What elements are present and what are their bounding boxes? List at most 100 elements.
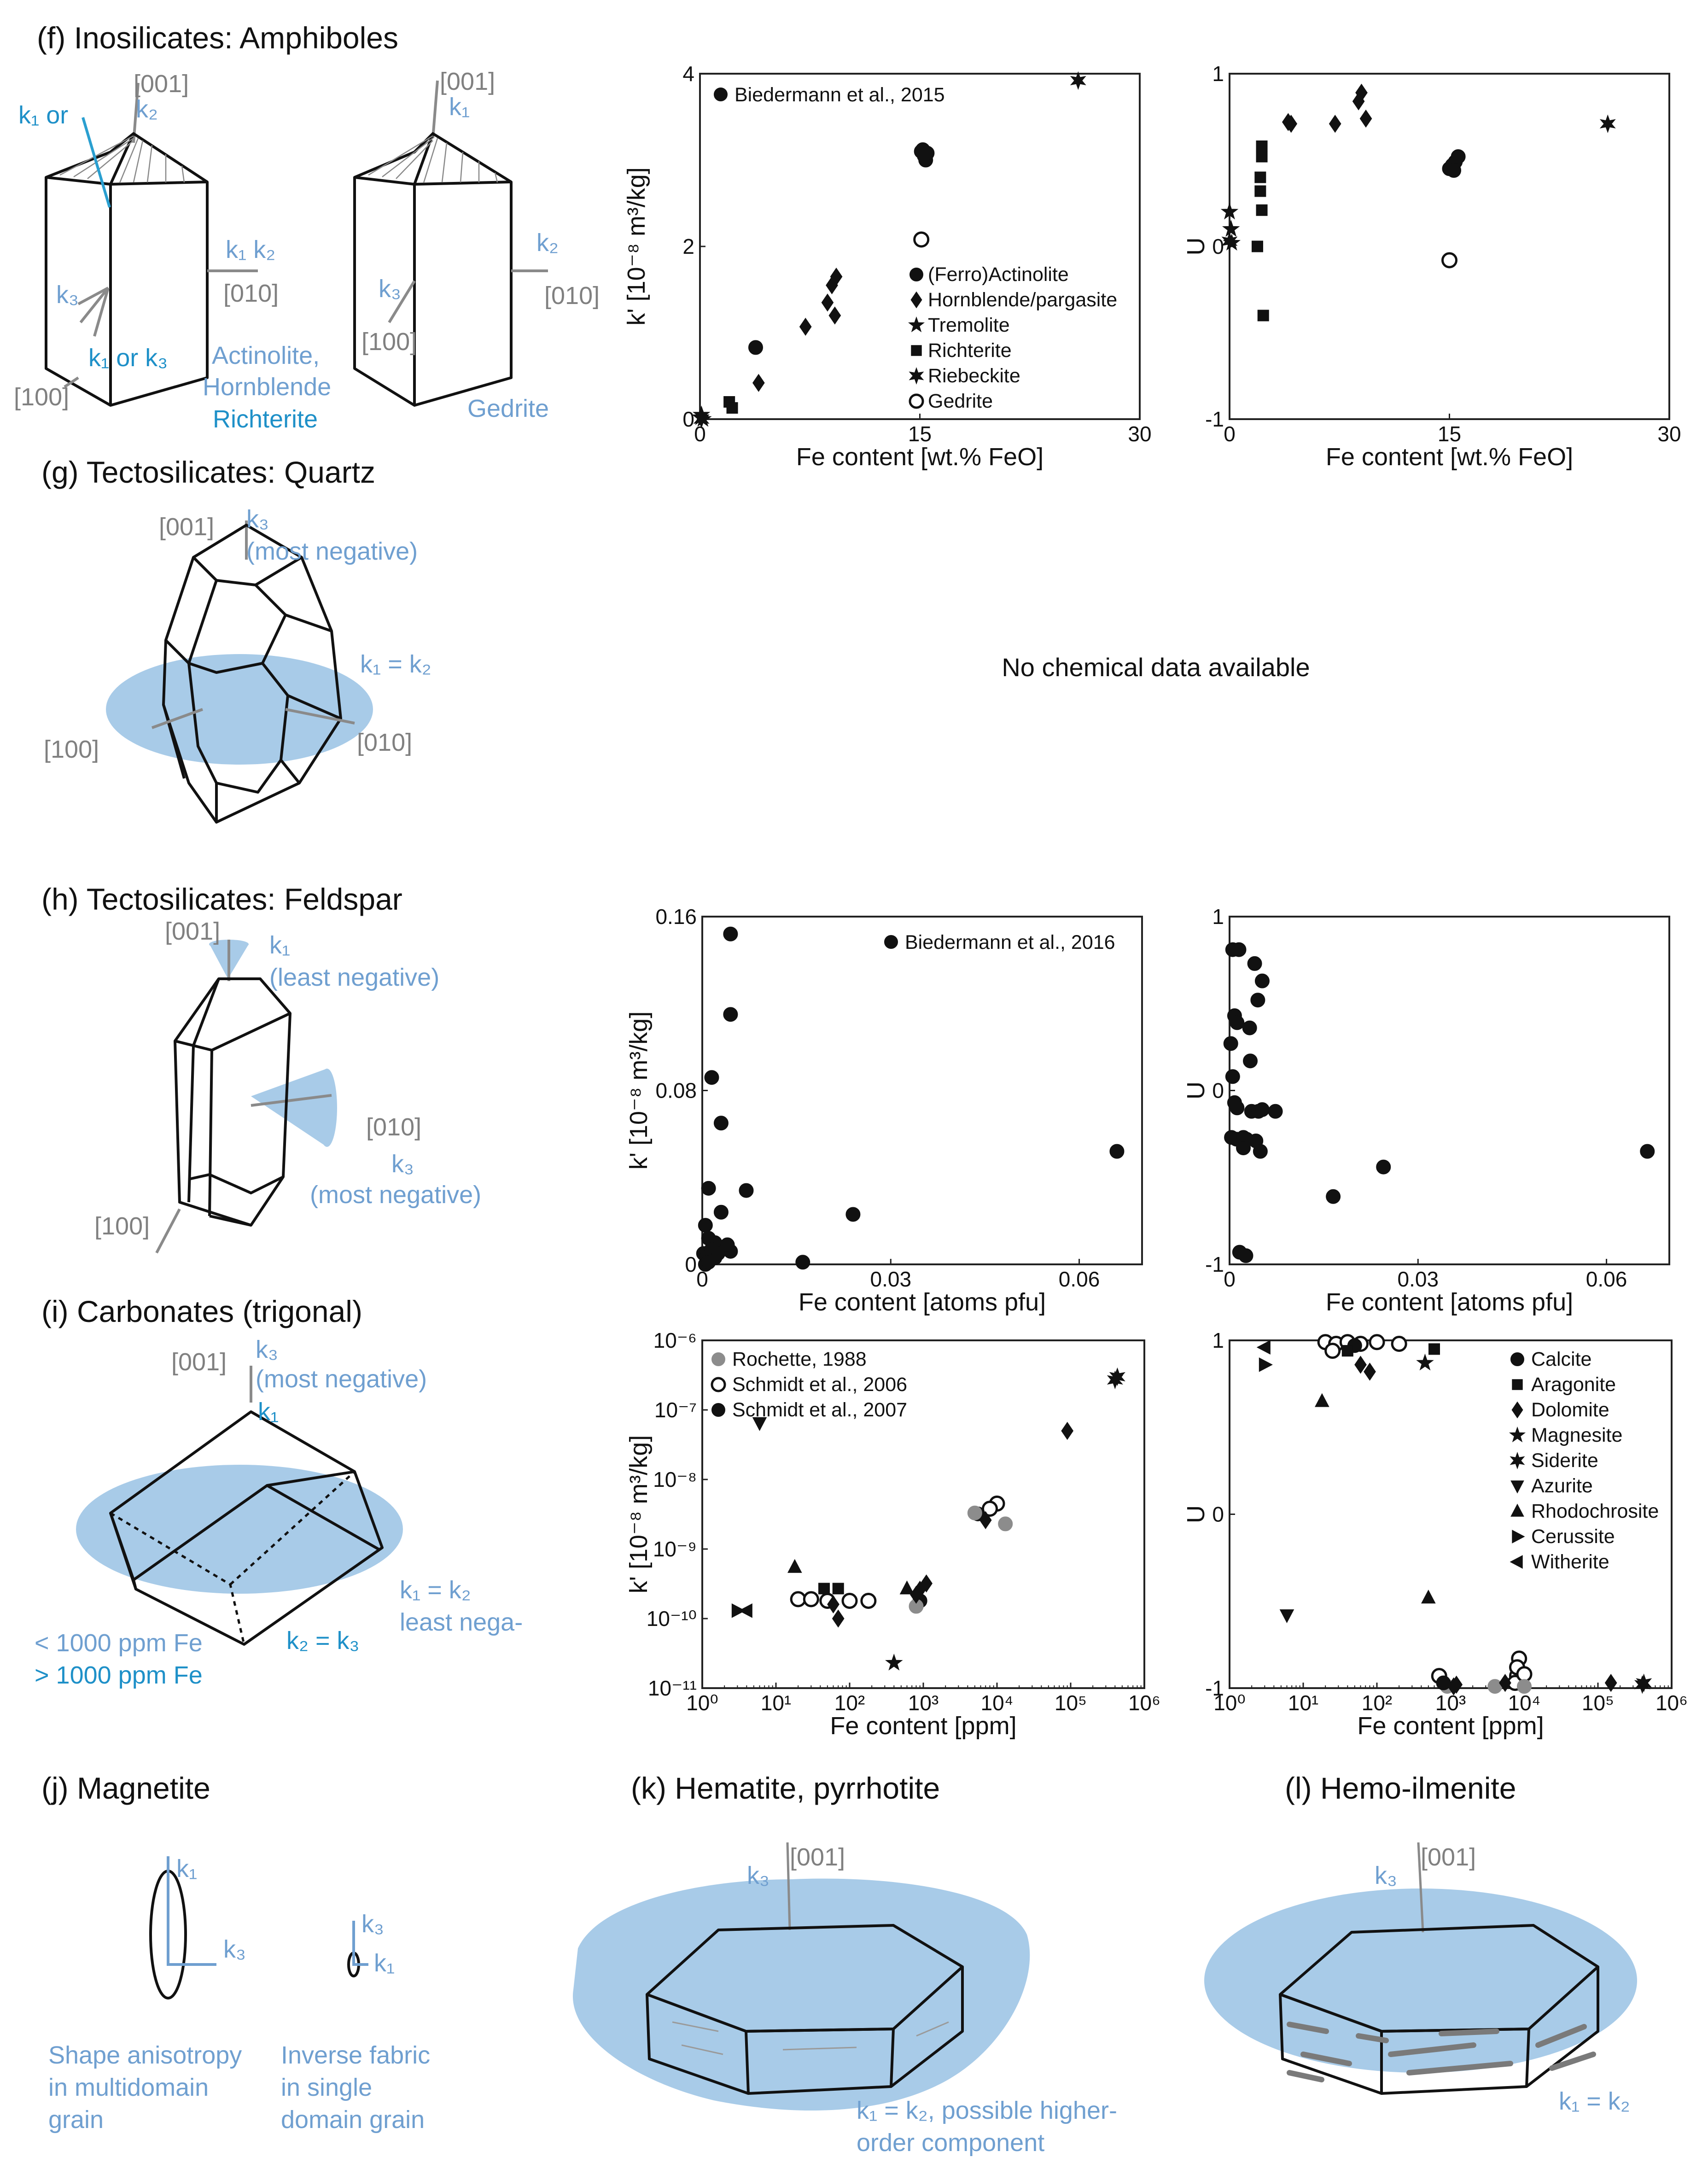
section-k-title: (k) Hematite, pyrrhotite — [631, 1771, 940, 1805]
section-g-title: (g) Tectosilicates: Quartz — [41, 455, 375, 489]
j-caption1-b: in multidomain — [48, 2074, 209, 2101]
f2-label-100: [100] — [361, 328, 417, 356]
data-point-star — [1220, 202, 1239, 220]
data-point-diamond — [828, 306, 841, 325]
h-label-k1-note: (least negative) — [269, 964, 439, 991]
l-label-k1k2: k₁ = k₂ — [1559, 2087, 1630, 2115]
legend-entry: Rochette, 1988 — [732, 1348, 867, 1370]
data-point-square — [1254, 171, 1266, 183]
y-tick-label: 0 — [1212, 234, 1224, 258]
data-point-circle — [1254, 1102, 1270, 1117]
data-point-open — [1324, 1343, 1341, 1359]
data-point-circle — [701, 1255, 716, 1270]
f2-label-001: [001] — [440, 68, 495, 95]
legend-marker — [711, 1377, 726, 1392]
legend-source: Biedermann et al., 2016 — [905, 931, 1115, 953]
data-point-square — [832, 1583, 844, 1595]
data-point-circle — [1236, 1140, 1251, 1156]
data-point-tri-right — [731, 1603, 746, 1618]
i-label-k3: k₃ — [256, 1336, 278, 1363]
legend-marker — [1510, 1503, 1524, 1517]
i-label-k3-note: (most negative) — [256, 1365, 427, 1393]
l-label-001: [001] — [1421, 1843, 1476, 1871]
data-point-circle — [1446, 163, 1462, 178]
y-tick-label: 2 — [682, 234, 694, 258]
data-point-tri-up — [1421, 1590, 1436, 1604]
data-point-square — [726, 402, 738, 414]
x-tick-label: 10¹ — [1288, 1691, 1318, 1715]
legend-entry: Witherite — [1531, 1551, 1609, 1573]
data-point-circle — [1242, 1020, 1257, 1035]
hemo-ilmenite-crystal — [1204, 1842, 1637, 2095]
f2-label-k2: k₂ — [536, 229, 559, 257]
y-axis-label: U — [1182, 1082, 1210, 1099]
legend-marker — [711, 1352, 725, 1366]
legend-entry: Calcite — [1531, 1348, 1591, 1370]
data-point-circle — [711, 1246, 726, 1261]
data-point-hexstar — [1221, 232, 1238, 251]
data-point-diamond — [827, 1595, 839, 1614]
data-point-square — [1256, 204, 1268, 216]
data-point-circle — [1247, 956, 1262, 971]
y-tick-label: 10⁻⁷ — [654, 1398, 697, 1422]
f1-label-001: [001] — [134, 70, 189, 98]
feldspar-crystal — [155, 940, 337, 1254]
legend-entry: Schmidt et al., 2007 — [732, 1399, 907, 1421]
legend-marker — [1510, 1352, 1524, 1366]
y-tick-label: 0.16 — [655, 905, 697, 929]
legend-entry: Tremolite — [928, 314, 1010, 336]
f2-label-010: [010] — [544, 282, 600, 310]
data-point-open — [1369, 1334, 1385, 1351]
data-point-circle — [739, 1183, 754, 1198]
legend-entry: Siderite — [1531, 1450, 1598, 1472]
x-tick-label: 10⁰ — [686, 1691, 718, 1715]
y-tick-label: 1 — [1212, 1328, 1224, 1352]
legend-marker — [884, 935, 898, 949]
y-axis-label: U — [1182, 1505, 1210, 1523]
amphibole-crystal-1 — [45, 82, 258, 407]
x-tick-label: 0.06 — [1059, 1267, 1100, 1291]
data-point-square — [1251, 240, 1263, 252]
data-point-diamond — [1364, 1362, 1376, 1381]
y-tick-label: 10⁻⁹ — [653, 1537, 697, 1561]
x-axis-label: Fe content [ppm] — [1357, 1712, 1544, 1740]
data-point-tri-up — [1315, 1393, 1329, 1407]
data-point-tri-left — [1256, 1340, 1271, 1355]
data-point-circle — [1109, 1144, 1125, 1159]
data-point-circle — [698, 1218, 713, 1233]
g-label-k3: k₃ — [246, 505, 269, 533]
data-point-open — [1391, 1336, 1407, 1352]
data-point-diamond — [1359, 109, 1372, 128]
data-point-hexstar — [1599, 114, 1616, 134]
data-point-hexstar — [693, 409, 710, 429]
i-label-k1k2-note: least nega- — [400, 1608, 523, 1636]
carbonate-crystal — [76, 1366, 403, 1646]
data-point-circle — [1230, 1100, 1245, 1116]
f1-label-100: [100] — [14, 383, 69, 411]
j-caption2-a: Inverse fabric — [281, 2041, 430, 2069]
plot-frame — [1229, 916, 1670, 1265]
legend-marker — [1510, 1451, 1525, 1470]
x-tick-label: 10⁰ — [1213, 1691, 1246, 1715]
data-point-circle — [1254, 973, 1270, 988]
legend-source: Biedermann et al., 2015 — [734, 84, 945, 106]
hematite-crystal — [572, 1842, 1030, 2111]
data-point-tri-up — [899, 1580, 915, 1595]
data-point-square — [1428, 1343, 1440, 1355]
x-tick-label: 10³ — [1435, 1691, 1466, 1715]
data-point-circle — [1250, 993, 1265, 1008]
y-axis-label: U — [1182, 238, 1210, 256]
data-point-diamond — [752, 374, 765, 392]
legend-entry: Richterite — [928, 339, 1012, 362]
i-label-gt1000: > 1000 ppm Fe — [35, 1661, 203, 1689]
section-h-title: (h) Tectosilicates: Feldspar — [41, 882, 402, 916]
x-tick-label: 10⁵ — [1055, 1691, 1087, 1715]
plot-frame — [701, 916, 1143, 1265]
y-tick-label: 1 — [1212, 62, 1224, 86]
magnetite-single-domain-grain — [347, 1921, 368, 1977]
data-point-circle — [713, 1204, 729, 1220]
y-tick-label: 10⁻¹¹ — [648, 1676, 697, 1700]
section-l-title: (l) Hemo-ilmenite — [1285, 1771, 1516, 1805]
